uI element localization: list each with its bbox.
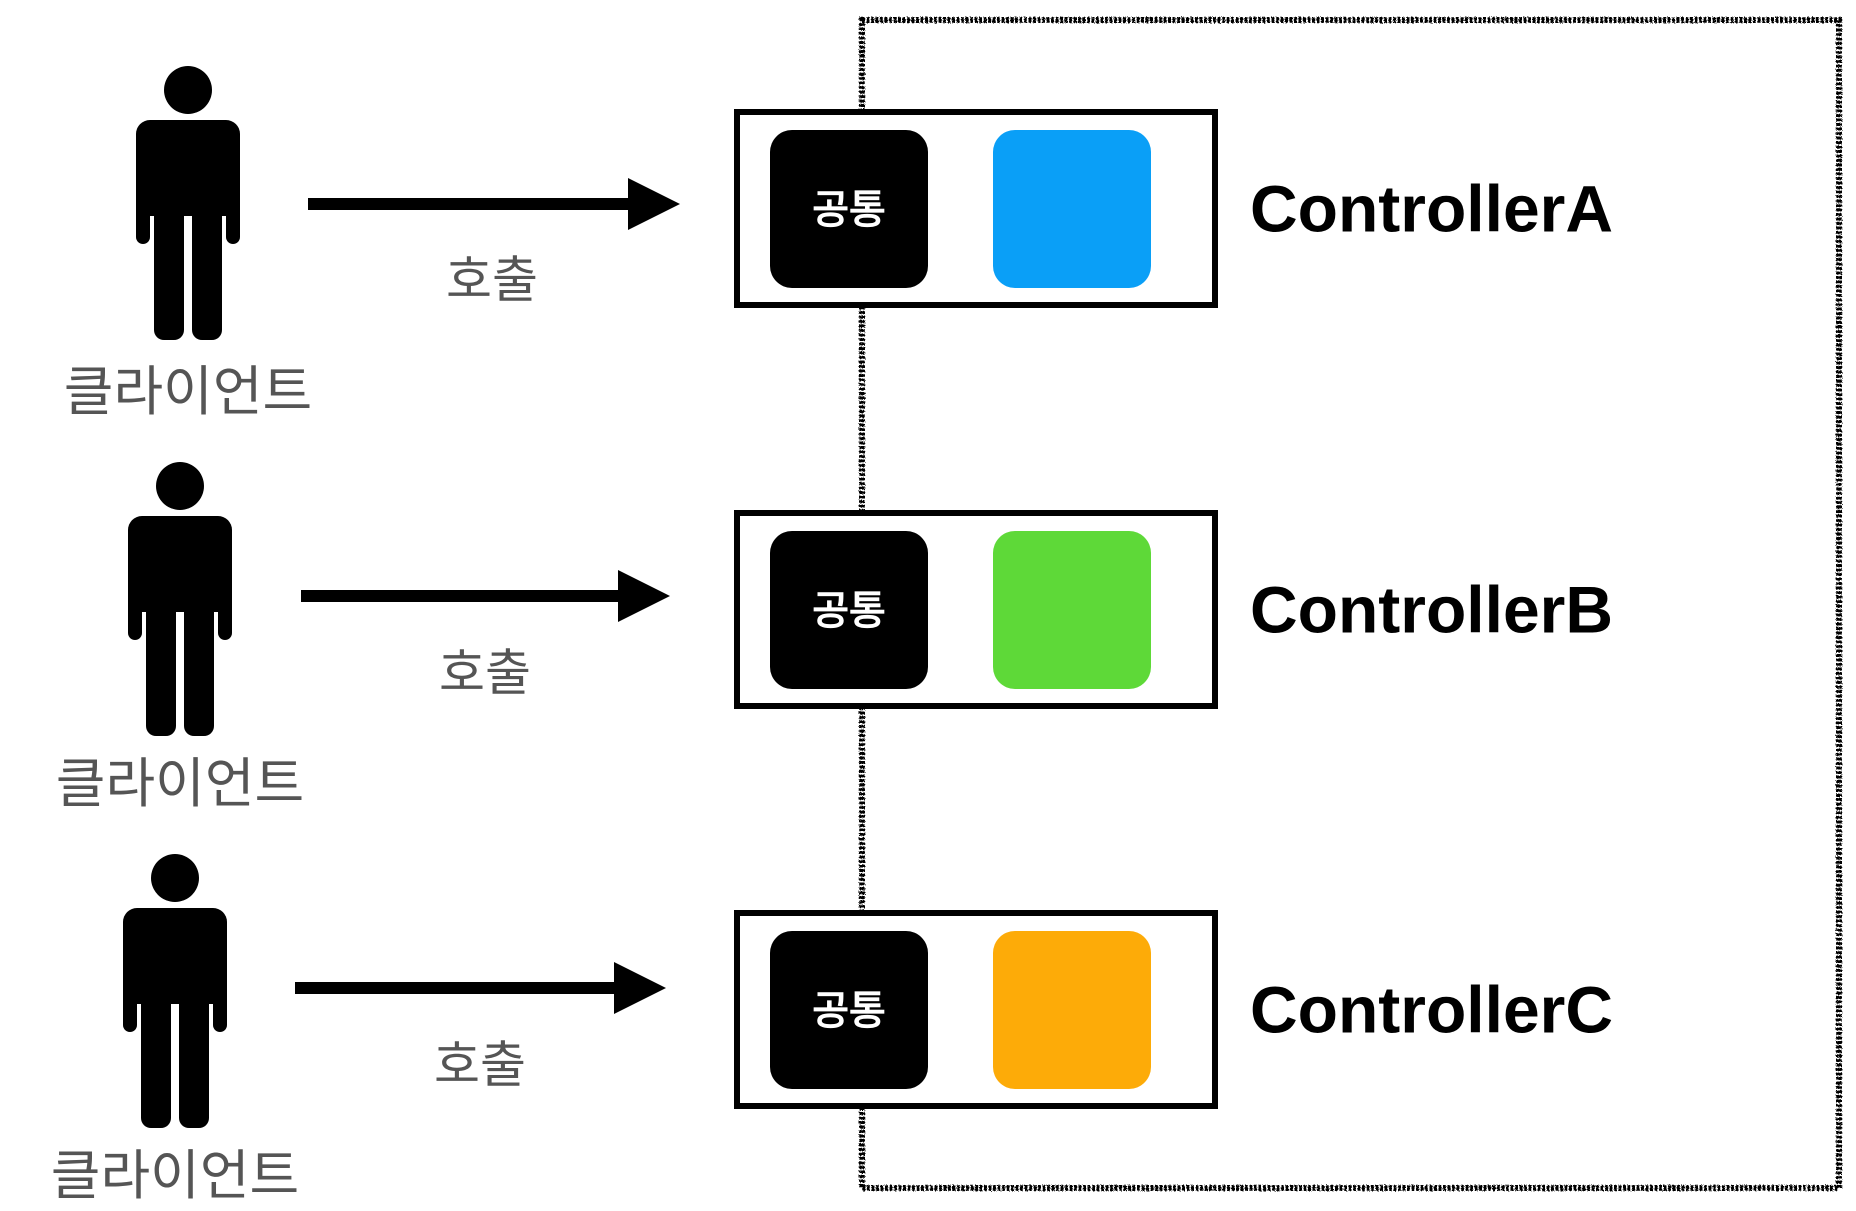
controller-name: ControllerA (1250, 172, 1613, 246)
client-row: 클라이언트 호출 공통 ControllerA (64, 66, 1613, 423)
client-row: 클라이언트 호출 공통 ControllerB (56, 462, 1613, 815)
call-label: 호출 (434, 1036, 526, 1094)
controller-name: ControllerC (1250, 973, 1613, 1047)
common-label: 공통 (812, 187, 886, 233)
call-label: 호출 (446, 251, 538, 309)
arrow-right-icon (308, 178, 680, 230)
person-icon (128, 462, 232, 736)
controller-logic-block (993, 531, 1151, 689)
controller-box: 공통 (734, 510, 1218, 709)
arrow-right-icon (295, 962, 666, 1014)
common-block (770, 531, 928, 689)
controller-box: 공통 (734, 109, 1218, 308)
client-label: 클라이언트 (51, 1144, 299, 1207)
person-icon (123, 854, 227, 1128)
controller-logic-block (993, 931, 1151, 1089)
person-icon (136, 66, 240, 340)
controller-name: ControllerB (1250, 573, 1613, 647)
arrow-right-icon (301, 570, 670, 622)
call-label: 호출 (439, 644, 531, 702)
common-label: 공통 (812, 588, 886, 634)
common-label: 공통 (812, 988, 886, 1034)
client-label: 클라이언트 (64, 360, 312, 423)
client-row: 클라이언트 호출 공통 ControllerC (51, 854, 1613, 1207)
common-block (770, 130, 928, 288)
common-block (770, 931, 928, 1089)
client-label: 클라이언트 (56, 752, 304, 815)
controller-logic-block (993, 130, 1151, 288)
controller-box: 공통 (734, 910, 1218, 1109)
